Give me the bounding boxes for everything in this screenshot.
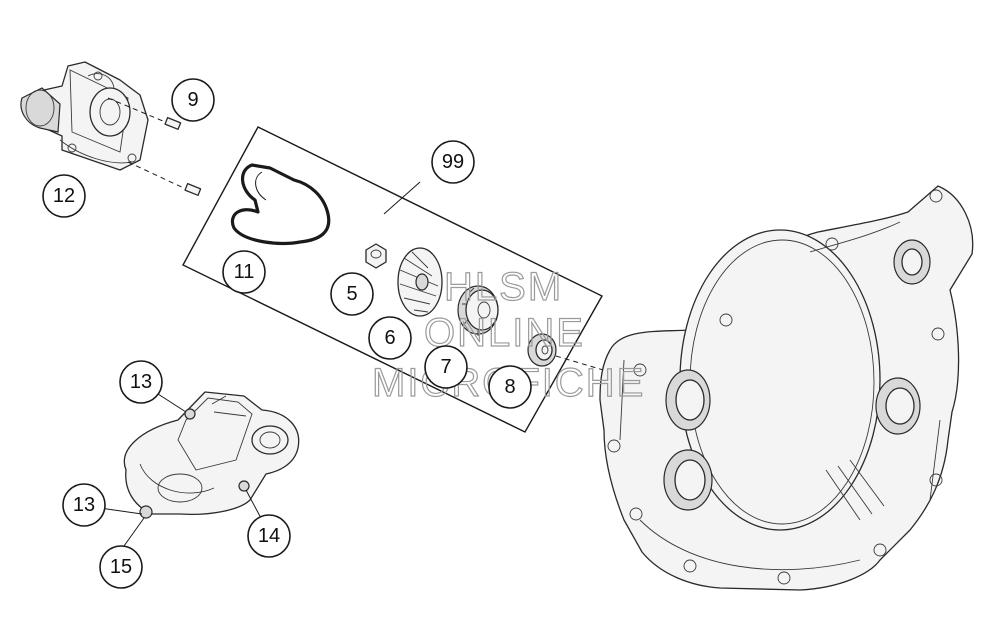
water-pump-cover bbox=[123, 391, 300, 519]
assembly-line-seal bbox=[555, 355, 611, 373]
callout-12[interactable]: 12 bbox=[42, 174, 86, 218]
shaft-seal bbox=[527, 333, 557, 367]
callout-label: 14 bbox=[258, 525, 280, 547]
callout-13-top[interactable]: 13 bbox=[119, 360, 163, 404]
callout-label: 13 bbox=[73, 494, 95, 516]
clutch-cover bbox=[599, 185, 974, 591]
callout-label: 13 bbox=[130, 371, 152, 393]
callout-label: 9 bbox=[187, 89, 198, 111]
callout-label: 99 bbox=[442, 151, 464, 173]
callout-label: 15 bbox=[110, 556, 132, 578]
callout-6[interactable]: 6 bbox=[368, 316, 412, 360]
callout-label: 12 bbox=[53, 185, 75, 207]
callout-label: 8 bbox=[504, 376, 515, 398]
water-pump-housing-top bbox=[20, 61, 149, 171]
callout-5[interactable]: 5 bbox=[330, 272, 374, 316]
gasket-o-ring bbox=[230, 163, 331, 246]
pump-shaft-gear bbox=[457, 285, 499, 336]
callout-7[interactable]: 7 bbox=[424, 345, 468, 389]
callout-label: 11 bbox=[234, 261, 255, 283]
leader-lines bbox=[99, 181, 421, 547]
callout-label: 5 bbox=[346, 283, 357, 305]
callout-11[interactable]: 11 bbox=[222, 250, 266, 294]
callout-label: 6 bbox=[384, 327, 395, 349]
callout-9[interactable]: 9 bbox=[171, 78, 215, 122]
impeller-nut bbox=[365, 243, 387, 269]
callout-8[interactable]: 8 bbox=[488, 365, 532, 409]
callout-label: 7 bbox=[440, 356, 451, 378]
callout-13-bottom[interactable]: 13 bbox=[62, 483, 106, 527]
watermark-line-1: HLSM bbox=[444, 265, 563, 309]
kit-99-frame bbox=[182, 126, 603, 433]
callout-14[interactable]: 14 bbox=[247, 514, 291, 558]
callout-99[interactable]: 99 bbox=[431, 140, 475, 184]
impeller bbox=[397, 247, 443, 317]
dowel-pins bbox=[107, 97, 202, 196]
callout-15[interactable]: 15 bbox=[99, 545, 143, 589]
